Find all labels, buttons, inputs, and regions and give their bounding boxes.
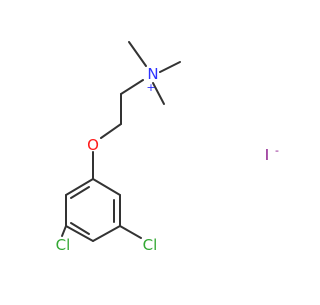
chlorine-right-label: Cl [143, 236, 158, 254]
bond-ch2-o [100, 123, 122, 139]
iodide-charge: - [275, 144, 279, 157]
ring-bond-3 [92, 225, 121, 242]
molecule-structure: N + O Cl Cl I - [56, 41, 279, 254]
structure-canvas: N + O Cl Cl I - [56, 41, 279, 254]
ring-bond-4 [65, 225, 94, 242]
bond-n-methyl-right [159, 61, 181, 73]
ring-double-bond-b [70, 222, 90, 235]
nitrogen-label: N [147, 65, 158, 83]
ring-bond-1 [92, 178, 121, 196]
bond-n-methyl-bottom [152, 82, 165, 105]
nitrogen-charge: + [146, 81, 155, 94]
oxygen-label: O [87, 136, 99, 154]
bond-ring-cl-left [61, 225, 67, 237]
bond-ring-cl-right [119, 225, 142, 239]
chlorine-left-label: Cl [56, 236, 71, 254]
ring-double-bond-c [70, 186, 90, 199]
bond-n-ch2 [120, 79, 144, 95]
ring-bond-6 [65, 178, 94, 196]
iodide-label: I [265, 146, 269, 164]
bond-n-methyl-top [128, 41, 147, 67]
